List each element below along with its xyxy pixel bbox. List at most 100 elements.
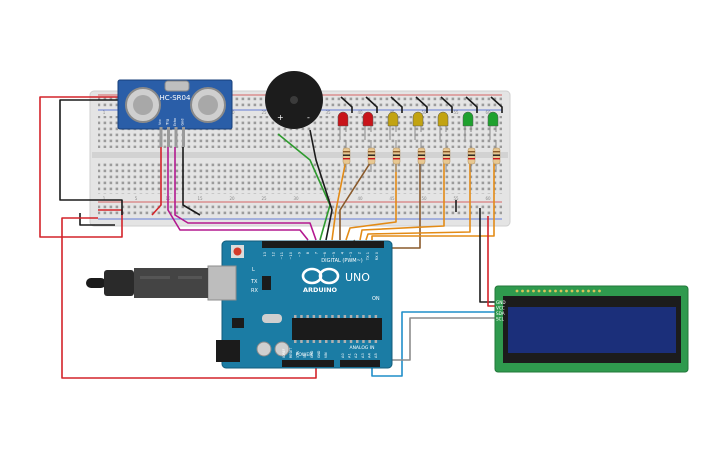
l-label: L xyxy=(252,267,255,273)
analog-header xyxy=(340,360,380,367)
arduino-uno: ARDUINO UNO DIGITAL (PWM~) POWER ANALOG … xyxy=(207,240,393,369)
breadboard-column-number: 25 xyxy=(261,196,267,201)
digital-pin-label: 7 xyxy=(315,252,319,254)
sensor-crystal xyxy=(164,80,190,92)
atmega-chip xyxy=(292,318,382,340)
led-yellow xyxy=(387,96,403,140)
wire-led-3 xyxy=(345,162,397,241)
led-yellow xyxy=(412,96,428,140)
on-label: ON xyxy=(372,296,380,302)
analog-pin-label: A3 xyxy=(361,353,365,358)
analog-pin-label: A4 xyxy=(367,353,371,358)
buzzer-plus-label: + xyxy=(277,113,284,122)
lcd-screen xyxy=(508,307,676,353)
sensor-pin xyxy=(182,127,185,147)
breadboard-column-number: 40 xyxy=(357,196,363,201)
wire-led-2 xyxy=(339,159,373,240)
buzzer-minus-label: - xyxy=(307,113,310,122)
usb-cable xyxy=(86,268,208,298)
power-pin-label: GND xyxy=(317,350,321,358)
rx-label: RX xyxy=(251,288,258,294)
breadboard-column-number: 1 xyxy=(103,196,106,201)
led-red xyxy=(337,96,353,140)
analog-pin-label: A2 xyxy=(354,353,358,358)
lcd-pin-label: SCL xyxy=(496,317,505,322)
breadboard-column-number: 1 xyxy=(103,110,106,115)
digital-pin-label: ~6 xyxy=(323,251,327,257)
capacitor xyxy=(274,341,290,357)
breadboard-column-number: 40 xyxy=(357,110,363,115)
digital-pin-label: TX 1 xyxy=(366,252,370,261)
wire-sensor-vcc xyxy=(39,96,123,238)
analog-header-label: ANALOG IN xyxy=(349,345,374,351)
breadboard-column-number: 55 xyxy=(453,110,459,115)
sensor-model-label: HC-SR04 xyxy=(160,94,191,102)
led-array xyxy=(337,96,503,172)
wire-led-1 xyxy=(331,159,347,241)
digital-pin-label: ~3 xyxy=(349,252,353,257)
resistor xyxy=(417,140,426,172)
reset-button xyxy=(233,247,242,256)
wire-echo xyxy=(174,147,317,241)
wire-lcd-sda xyxy=(371,311,495,377)
analog-pin-label: A1 xyxy=(348,353,352,358)
led-yellow xyxy=(437,96,453,140)
resistor xyxy=(467,140,476,172)
breadboard-column-number: 15 xyxy=(197,196,203,201)
power-pin-label: VIN xyxy=(324,352,328,358)
piezo-buzzer: + - xyxy=(265,71,323,129)
wire-led-6 xyxy=(365,162,471,241)
led-green xyxy=(462,96,478,140)
power-pin-label: GND xyxy=(310,350,314,358)
lcd-pin-label: GND xyxy=(496,300,506,305)
digital-pin-label: 13 xyxy=(263,252,267,257)
digital-pin-label: 4 xyxy=(340,251,344,254)
wire-trig xyxy=(167,147,309,241)
sensor-pin xyxy=(159,127,163,147)
breadboard-column-number: 5 xyxy=(135,196,138,201)
arduino-logo xyxy=(301,267,340,285)
wire-5v xyxy=(61,217,317,379)
arduino-model-label: UNO xyxy=(345,271,370,284)
bottom-power-rail xyxy=(98,204,502,217)
digital-pin-label: 2 xyxy=(358,252,362,254)
breadboard-column-number: 50 xyxy=(421,196,427,201)
tx-label: TX xyxy=(250,279,258,285)
power-pin-label: IOREF xyxy=(282,348,286,358)
analog-pin-label: A0 xyxy=(341,353,345,358)
breadboard-column-number: 55 xyxy=(453,196,459,201)
resistor xyxy=(392,140,401,172)
wire-buzzer-gnd xyxy=(309,129,333,241)
usb-port xyxy=(207,265,237,301)
lcd-pin-label: VCC xyxy=(496,306,505,311)
wire-sensor-col-vcc xyxy=(151,147,162,216)
power-pin-label: RESET xyxy=(289,348,293,358)
breadboard-column-number: 20 xyxy=(229,196,235,201)
analog-pin-label: A5 xyxy=(374,353,378,358)
digital-pin-label: RX 0 xyxy=(375,251,379,260)
digital-pin-label: ~9 xyxy=(297,251,301,257)
power-jack xyxy=(216,340,240,362)
lcd-pin-label: SDA xyxy=(496,311,505,316)
digital-pin-label: 12 xyxy=(272,252,276,257)
sensor-pin-label: Gnd xyxy=(181,119,185,126)
resistor xyxy=(367,140,376,172)
digital-header xyxy=(262,241,384,248)
lower-terminal-block xyxy=(98,162,502,194)
wire-sensor-col-gnd xyxy=(182,147,201,216)
wire-led-7 xyxy=(371,162,495,240)
wire-led-5 xyxy=(359,162,445,241)
sensor-pin-label: Trig xyxy=(166,119,170,126)
resistor xyxy=(492,140,501,172)
led-red xyxy=(362,96,378,140)
sensor-pin-label: Vcc xyxy=(158,119,162,125)
digital-header-label: DIGITAL (PWM~) xyxy=(321,258,363,264)
breadboard-column-number: 30 xyxy=(293,196,299,201)
resistor xyxy=(442,140,451,172)
breadboard-column-number: 50 xyxy=(421,110,427,115)
wire-lcd-gnd xyxy=(479,208,495,303)
